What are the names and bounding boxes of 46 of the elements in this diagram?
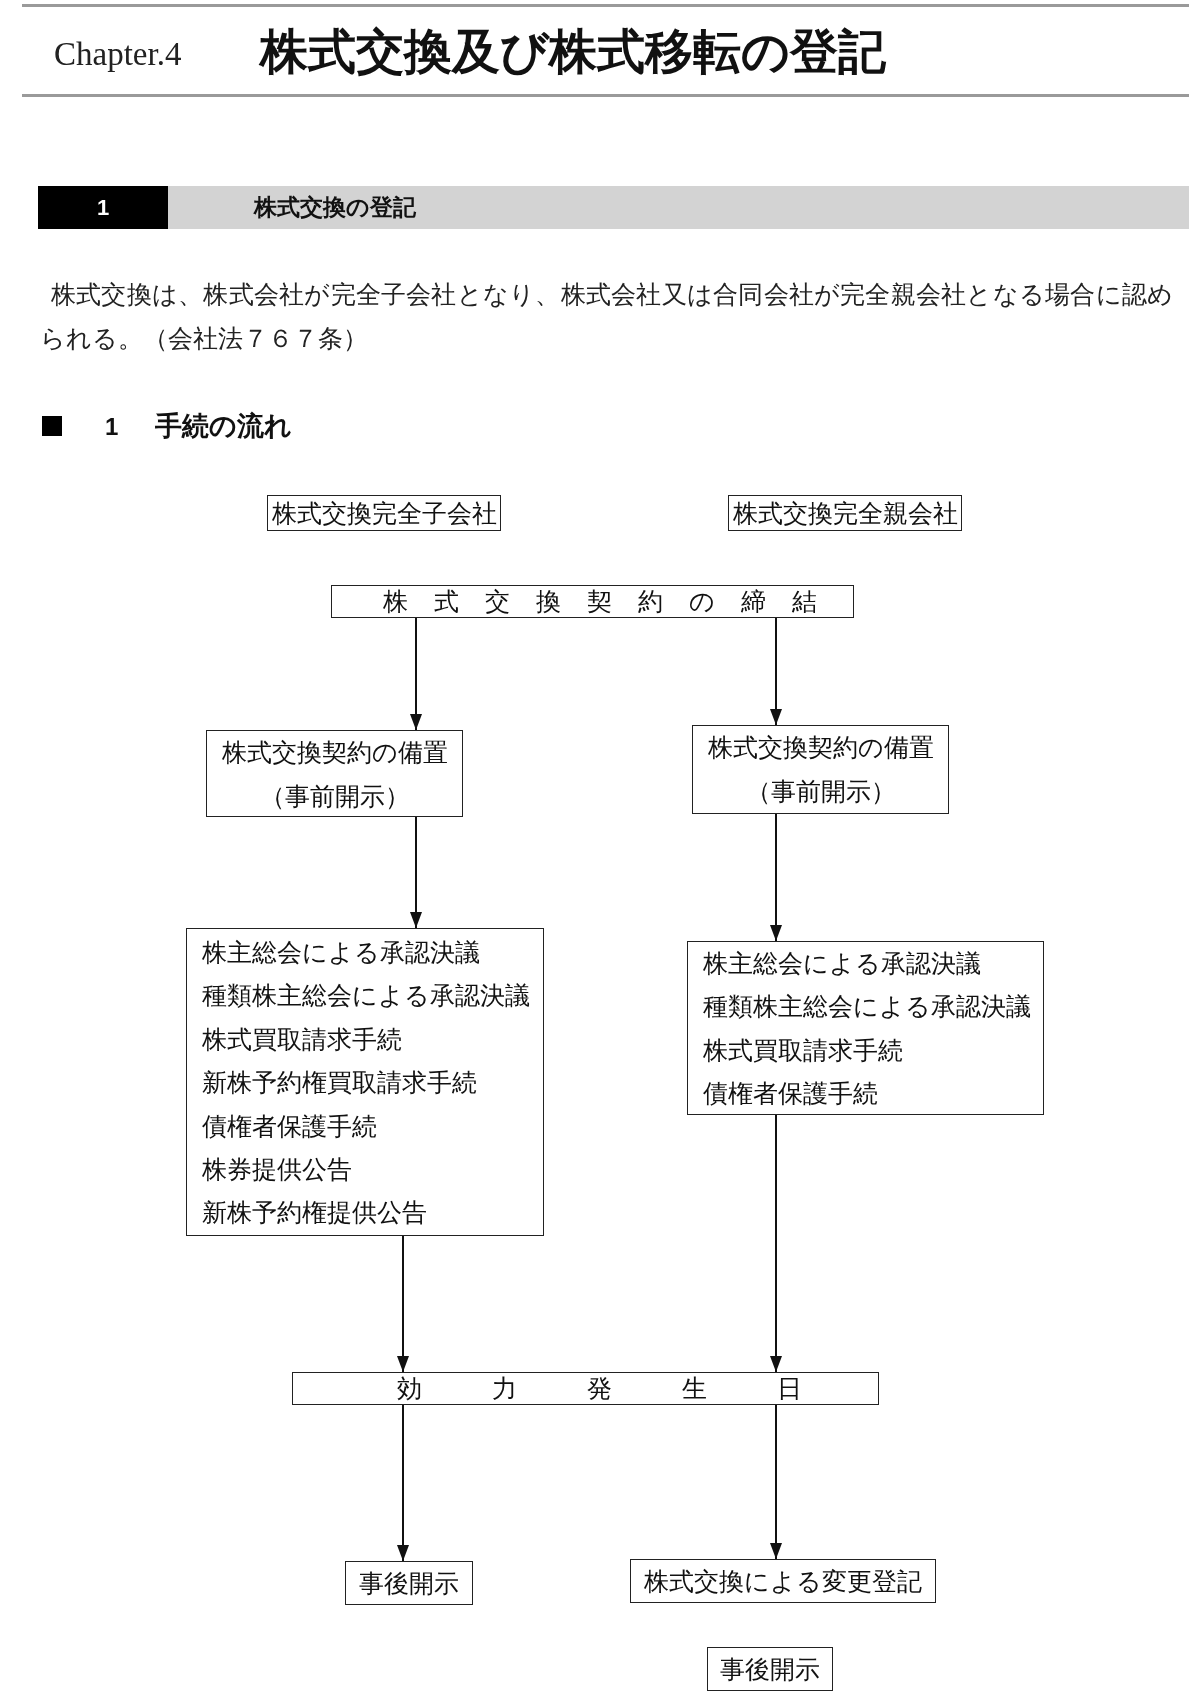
process-box (707, 1647, 833, 1691)
list-item-text: 新株予約権買取請求手続 (202, 1068, 477, 1099)
process-box (692, 725, 949, 814)
box-text: 効力発生日 (397, 1374, 872, 1404)
heading-number: 1 (105, 412, 119, 442)
procedure-list-box (687, 941, 1044, 1115)
box-text: 株式交換による変更登記 (644, 1566, 922, 1597)
list-item-text: 種類株主総会による承認決議 (703, 992, 1031, 1023)
section-number: 1 (38, 186, 168, 229)
list-item-text: 株券提供公告 (202, 1155, 352, 1186)
list-item-text: 新株予約権提供公告 (202, 1198, 427, 1229)
box-text: 事後開示 (359, 1568, 459, 1599)
procedure-list-box (186, 928, 544, 1236)
list-item-text: 株主総会による承認決議 (202, 938, 480, 968)
box-text: 株式交換完全子会社 (271, 498, 497, 529)
box-text: （事前開示） (259, 782, 410, 812)
list-item-text: 株式買取請求手続 (202, 1024, 402, 1055)
arrow (397, 1235, 409, 1373)
subsection-heading: 手続の流れ (155, 410, 292, 443)
box-text: 株式交換契約の締結 (382, 587, 843, 617)
arrow (410, 816, 422, 929)
process-box (630, 1559, 936, 1603)
box-text: 株式交換契約の備置 (707, 733, 934, 763)
process-box (331, 585, 854, 618)
arrow (770, 617, 782, 726)
milestone-box (292, 1372, 879, 1405)
arrow (770, 1114, 782, 1373)
body-paragraph: 株式交換は、株式会社が完全子会社となり、株式会社又は合同会社が完全親会社となる場合に認められる。（会社法７６７条） (40, 280, 1173, 354)
box-text: 株式交換完全親会社 (732, 498, 958, 529)
process-box (206, 730, 463, 817)
box-text: 事後開示 (720, 1654, 820, 1685)
arrow (770, 1404, 782, 1560)
list-item-text: 株主総会による承認決議 (703, 949, 981, 979)
chapter-number: Chapter.4 (54, 35, 182, 74)
list-item-text: 債権者保護手続 (703, 1079, 878, 1110)
arrow (397, 1404, 409, 1562)
arrow (770, 813, 782, 942)
process-box (345, 1561, 473, 1605)
box-text: 株式交換契約の備置 (221, 738, 448, 768)
box-text: （事前開示） (745, 777, 896, 807)
arrow (410, 617, 422, 731)
list-item-text: 種類株主総会による承認決議 (202, 981, 530, 1012)
page-title: 株式交換及び株式移転の登記 (260, 24, 886, 80)
list-item-text: 株式買取請求手続 (703, 1035, 903, 1066)
list-item-text: 債権者保護手続 (202, 1111, 377, 1142)
section-heading: 株式交換の登記 (168, 186, 1189, 229)
